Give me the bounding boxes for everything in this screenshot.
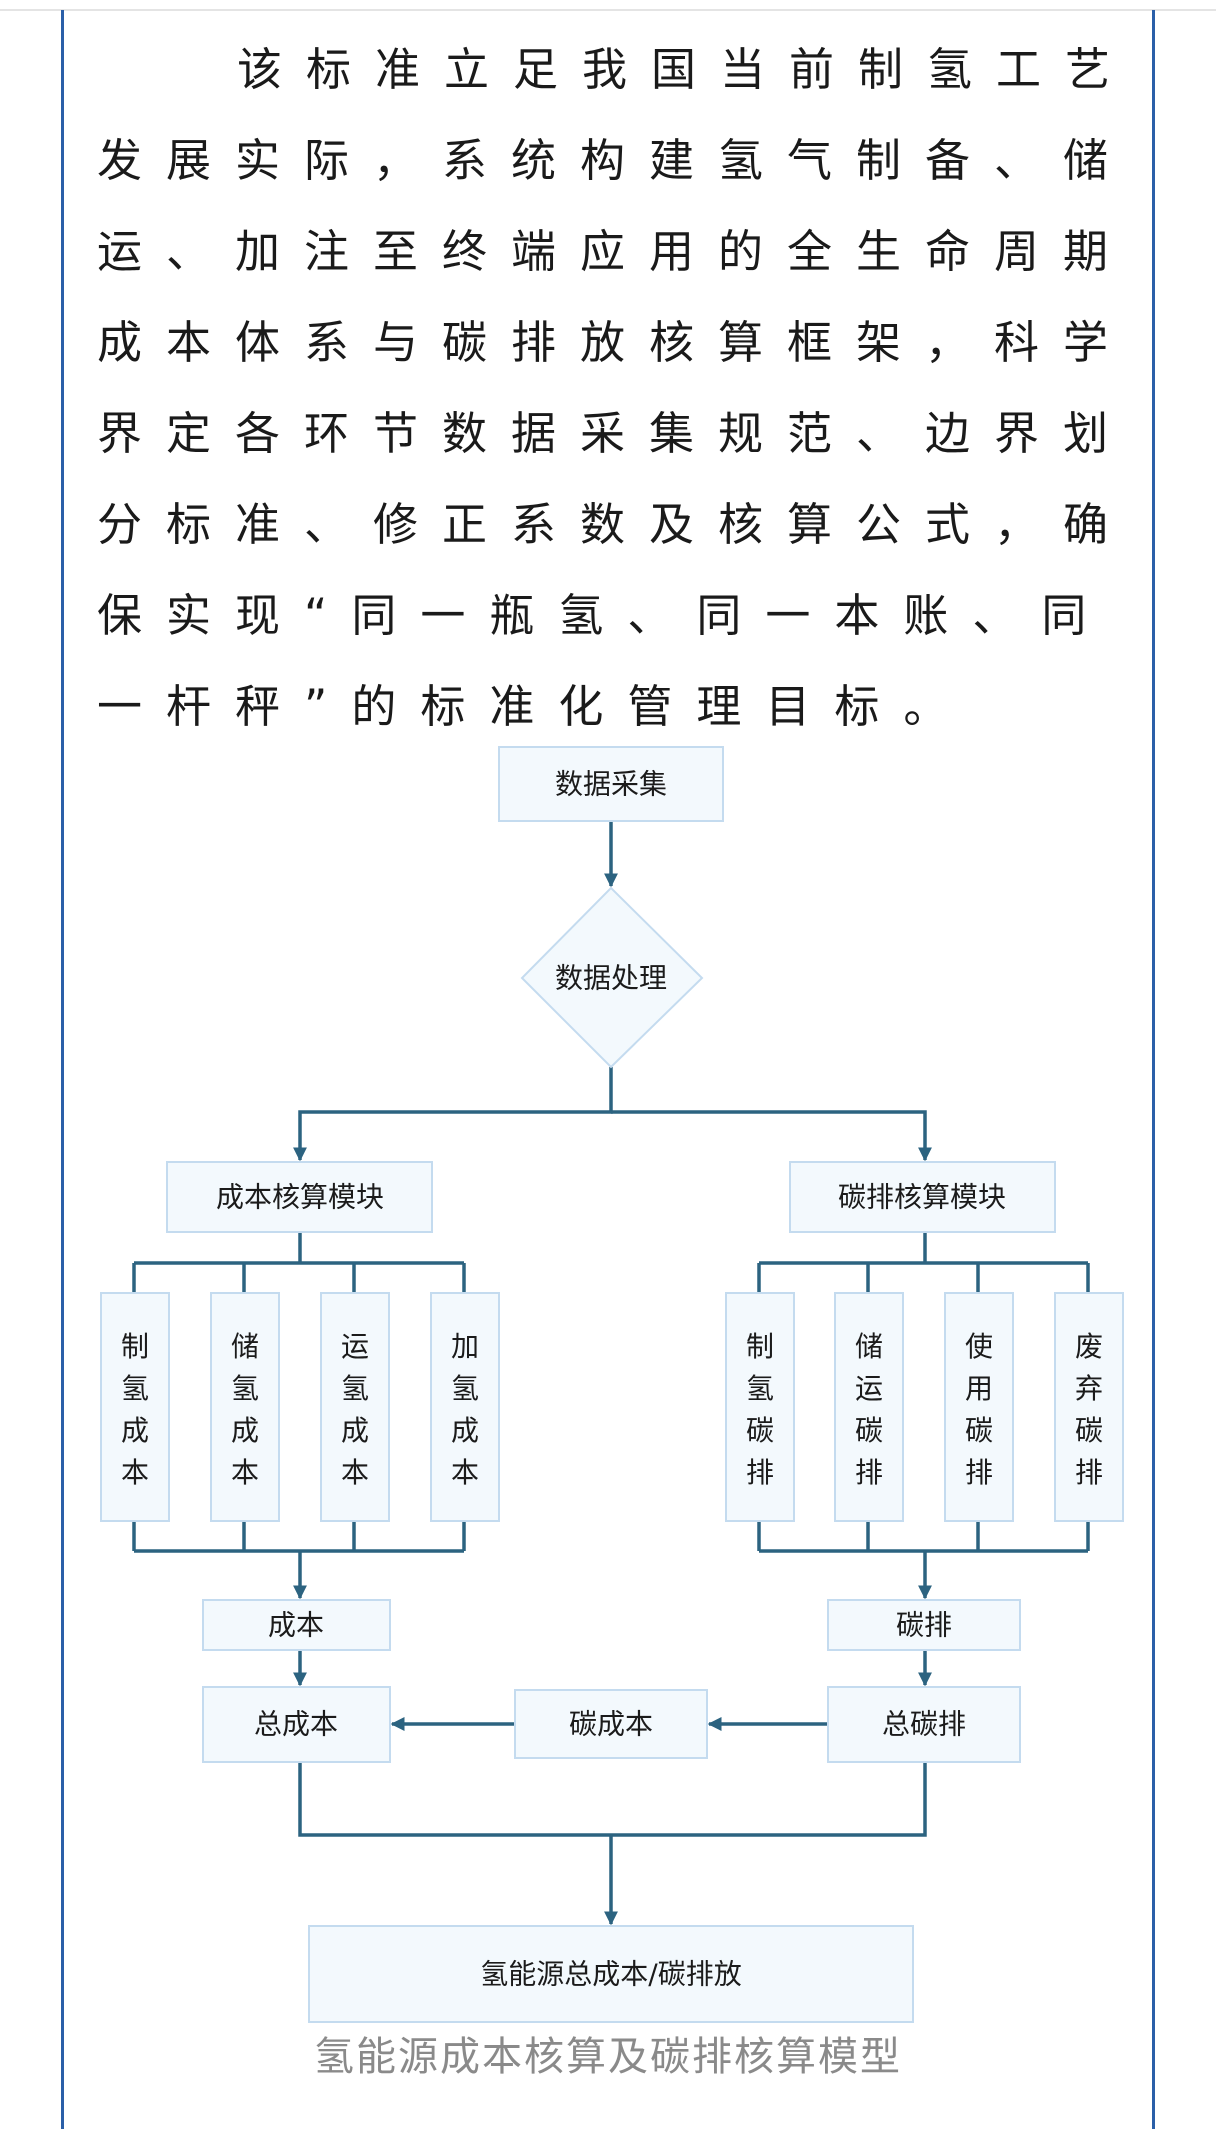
left-border-line	[61, 10, 64, 2129]
article-paragraph: 该标准立足我国当前制氢工艺发展实际，系统构建氢气制备、储运、加注至终端应用的全生…	[97, 43, 1135, 733]
carbon-item-2: 储运碳排	[834, 1292, 904, 1522]
node-label: 成本核算模块	[216, 1181, 384, 1214]
carbon-item-label: 制氢碳排	[745, 1330, 774, 1489]
cost-item-label: 储氢成本	[230, 1330, 259, 1489]
flowchart-diagram: 数据采集 数据处理 成本核算模块 碳排核算模块 成本 总成本 碳成本 碳排 总碳…	[132, 746, 1090, 2023]
node-label: 数据处理	[555, 962, 667, 995]
arrow-process-to-carbon-module	[611, 1110, 932, 1162]
cost-item-4: 加氢成本	[430, 1292, 500, 1522]
top-divider	[0, 9, 1216, 11]
node-cost-subtotal: 成本	[202, 1599, 391, 1651]
cost-item-label: 制氢成本	[120, 1330, 149, 1489]
node-carbon-cost: 碳成本	[514, 1689, 708, 1759]
arrow-process-to-cost-module	[293, 1067, 613, 1162]
carbon-item-3: 使用碳排	[944, 1292, 1014, 1522]
cost-item-2: 储氢成本	[210, 1292, 280, 1522]
node-label: 碳排	[896, 1609, 952, 1642]
node-carbon-subtotal: 碳排	[827, 1599, 1021, 1651]
node-data-processing: 数据处理	[520, 886, 704, 1069]
node-label: 总成本	[254, 1708, 338, 1741]
carbon-item-label: 储运碳排	[854, 1330, 883, 1489]
connectors	[132, 821, 1090, 1926]
bottom-merge-bar	[298, 1762, 927, 1837]
cost-item-1: 制氢成本	[100, 1292, 170, 1522]
right-border-line	[1152, 10, 1155, 2129]
carbon-item-1: 制氢碳排	[725, 1292, 795, 1522]
node-label: 氢能源总成本/碳排放	[480, 1958, 741, 1991]
node-total-cost: 总成本	[202, 1686, 391, 1763]
carbon-item-label: 使用碳排	[964, 1330, 993, 1489]
node-label: 碳成本	[569, 1708, 653, 1741]
node-data-collection: 数据采集	[498, 746, 724, 822]
flowchart: 数据采集 数据处理 成本核算模块 碳排核算模块 成本 总成本 碳成本 碳排 总碳…	[0, 730, 1216, 2040]
node-label: 总碳排	[882, 1708, 966, 1741]
node-label: 成本	[268, 1609, 324, 1642]
node-label: 碳排核算模块	[838, 1181, 1006, 1214]
cost-item-label: 运氢成本	[340, 1330, 369, 1489]
cost-item-label: 加氢成本	[450, 1330, 479, 1489]
cost-item-3: 运氢成本	[320, 1292, 390, 1522]
node-cost-module: 成本核算模块	[166, 1161, 433, 1233]
figure-caption: 氢能源成本核算及碳排核算模型	[314, 2034, 902, 2080]
carbon-item-4: 废弃碳排	[1054, 1292, 1124, 1522]
node-total-carbon: 总碳排	[827, 1686, 1021, 1763]
node-carbon-module: 碳排核算模块	[789, 1161, 1056, 1233]
node-label: 数据采集	[555, 768, 667, 801]
node-final-output: 氢能源总成本/碳排放	[308, 1925, 914, 2023]
carbon-item-label: 废弃碳排	[1074, 1330, 1103, 1489]
